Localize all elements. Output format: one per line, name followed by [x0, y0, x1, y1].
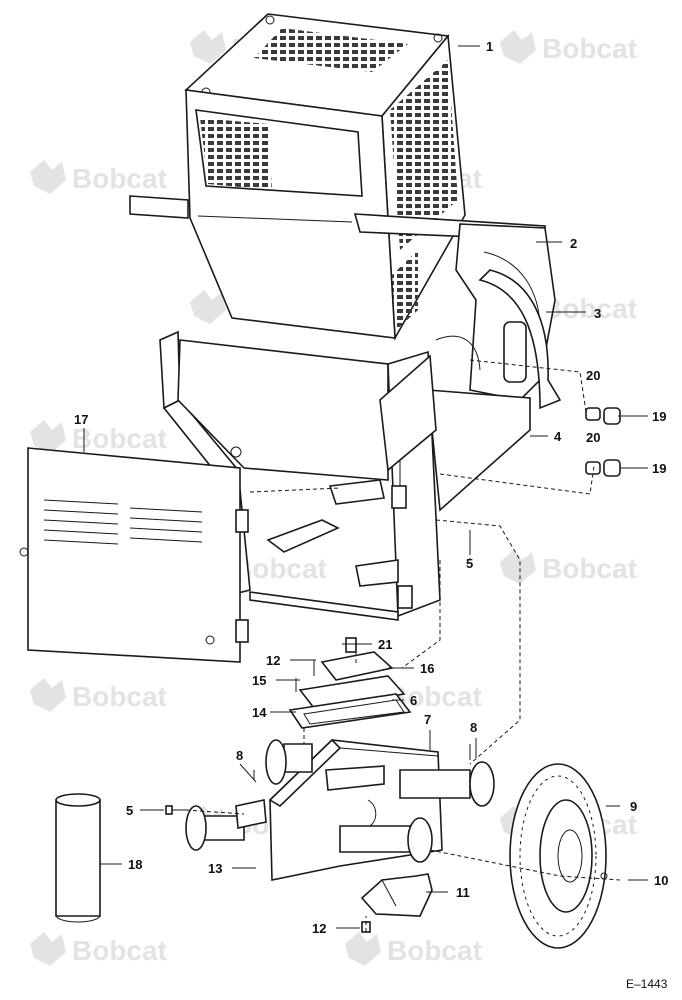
callout-8b: 8: [470, 720, 477, 735]
watermark-text: Bobcat: [542, 553, 637, 584]
watermark-text: Bobcat: [72, 681, 167, 712]
main-frame: [159, 330, 531, 621]
callout-11: 11: [456, 885, 470, 900]
callout-7: 7: [424, 712, 431, 727]
tire-wheel-9: [509, 763, 608, 949]
watermark: Bobcat: [345, 932, 482, 966]
drawing-code: E–1443: [626, 977, 668, 991]
callout-3: 3: [594, 306, 601, 321]
callout-15: 15: [252, 673, 266, 688]
watermark-text: Bobcat: [72, 935, 167, 966]
fittings-19-20: [585, 407, 621, 477]
callout-5b: 5: [126, 803, 133, 818]
callout-8a: 8: [236, 748, 243, 763]
access-plates: [288, 637, 412, 729]
callout-1: 1: [486, 39, 493, 54]
callout-18: 18: [128, 857, 142, 872]
watermark-text: Bobcat: [542, 33, 637, 64]
bolt-5: [165, 805, 186, 815]
callout-13: 13: [208, 861, 222, 876]
callout-9: 9: [630, 799, 637, 814]
watermark-text: Bobcat: [542, 293, 637, 324]
callout-12a: 12: [266, 653, 280, 668]
callout-2: 2: [570, 236, 577, 251]
callout-19a: 19: [652, 409, 666, 424]
callout-21: 21: [378, 637, 392, 652]
watermark: Bobcat: [500, 30, 637, 64]
chaincase-axle-assembly: [185, 738, 495, 881]
watermark-text: Bobcat: [72, 423, 167, 454]
callout-5a: 5: [466, 556, 473, 571]
watermark: Bobcat: [30, 420, 167, 454]
watermark-text: Bobcat: [72, 163, 167, 194]
operator-cab: [129, 13, 546, 341]
watermark: Bobcat: [30, 160, 167, 194]
watermark: Bobcat: [30, 678, 167, 712]
shield-11: [360, 873, 433, 933]
tube-18: [55, 793, 101, 923]
callout-leaders: [83, 45, 648, 929]
callout-17: 17: [74, 412, 88, 427]
callout-14: 14: [252, 705, 267, 720]
callout-19b: 19: [652, 461, 666, 476]
callout-numbers: 1 2 3 20 19 17 4 20 19 5 21 12 16 15 6 1…: [74, 39, 668, 936]
callout-20a: 20: [586, 368, 600, 383]
callout-16: 16: [420, 661, 434, 676]
callout-4: 4: [554, 429, 562, 444]
watermark-text: Bobcat: [387, 935, 482, 966]
rear-door-panel: [19, 447, 249, 663]
callout-12b: 12: [312, 921, 326, 936]
watermark: Bobcat: [30, 932, 167, 966]
rear-rops-frame: [435, 223, 562, 410]
callout-6: 6: [410, 693, 417, 708]
callout-20b: 20: [586, 430, 600, 445]
callout-10: 10: [654, 873, 668, 888]
watermark: Bobcat: [500, 550, 637, 584]
